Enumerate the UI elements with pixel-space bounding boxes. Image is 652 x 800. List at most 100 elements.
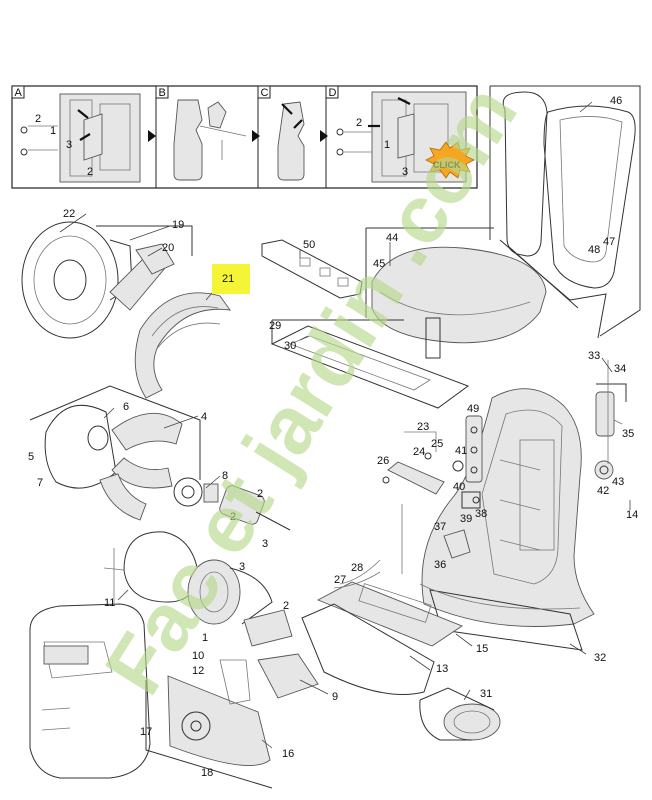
part-label: 15 bbox=[476, 643, 488, 655]
part-label: 25 bbox=[431, 438, 443, 450]
inset-panel-d: D 2 1 3 CLICK bbox=[325, 85, 475, 183]
part-label: 30 bbox=[284, 340, 296, 352]
part-label: 10 bbox=[192, 650, 204, 662]
filter-honeycomb bbox=[134, 292, 231, 399]
battery-pack bbox=[29, 603, 151, 779]
click-label: CLICK bbox=[433, 160, 461, 170]
part-label: 50 bbox=[303, 239, 315, 251]
switch-module bbox=[219, 653, 319, 705]
hip-belt bbox=[365, 227, 547, 359]
shoulder-strap-bar bbox=[261, 239, 363, 299]
part-labels: 1 2 2 2 3 3 4 5 6 7 8 9 10 11 12 13 14 1… bbox=[28, 95, 638, 779]
part-label: 13 bbox=[436, 663, 448, 675]
inset-panel-b: B bbox=[155, 85, 247, 181]
part-label: 45 bbox=[373, 258, 385, 270]
part-label: 34 bbox=[614, 363, 626, 375]
part-label: 48 bbox=[588, 244, 600, 256]
part-label: 46 bbox=[610, 95, 622, 107]
step-arrow-icon bbox=[320, 130, 328, 142]
electronics-board bbox=[301, 559, 463, 695]
panel-a-callout: 1 bbox=[50, 125, 56, 137]
part-label: 42 bbox=[597, 485, 609, 497]
panel-d-callout: 3 bbox=[402, 166, 408, 178]
step-arrow-icon bbox=[148, 130, 156, 142]
trigger-assembly bbox=[594, 383, 627, 480]
highlight-box bbox=[212, 264, 250, 294]
part-label: 1 bbox=[202, 632, 208, 644]
part-label: 47 bbox=[603, 236, 615, 248]
inset-panel-c: C bbox=[257, 85, 305, 181]
part-label: 4 bbox=[201, 411, 207, 423]
battery-contact-cap bbox=[419, 687, 501, 741]
latch-parts bbox=[401, 491, 481, 574]
part-label: 21 bbox=[222, 273, 234, 285]
part-label: 12 bbox=[192, 665, 204, 677]
part-label: 32 bbox=[594, 652, 606, 664]
fan-blades bbox=[99, 412, 183, 521]
part-label: 8 bbox=[222, 470, 228, 482]
part-label: 18 bbox=[201, 767, 213, 779]
motor bbox=[187, 559, 273, 625]
part-label: 23 bbox=[417, 421, 429, 433]
part-label: 20 bbox=[162, 242, 174, 254]
backpack-frame-outline bbox=[490, 85, 641, 337]
main-housing bbox=[419, 388, 595, 651]
part-label: 3 bbox=[262, 538, 268, 550]
impeller-shroud bbox=[44, 404, 117, 489]
part-label: 35 bbox=[622, 428, 634, 440]
control-plate bbox=[452, 415, 483, 483]
part-label: 43 bbox=[612, 476, 624, 488]
part-label: 6 bbox=[123, 401, 129, 413]
panel-a-callout: 2 bbox=[87, 166, 93, 178]
fan-guard bbox=[21, 221, 133, 339]
part-label: 16 bbox=[282, 748, 294, 760]
panel-d-callout: 1 bbox=[384, 139, 390, 151]
part-label: 40 bbox=[453, 481, 465, 493]
part-label: 33 bbox=[588, 350, 600, 362]
part-label: 24 bbox=[413, 446, 425, 458]
panel-letter-b: B bbox=[159, 87, 166, 99]
step-arrow-icon bbox=[252, 130, 260, 142]
part-label: 49 bbox=[467, 403, 479, 415]
inlet-grille bbox=[96, 225, 193, 311]
back-pad bbox=[499, 91, 636, 339]
part-label: 39 bbox=[460, 513, 472, 525]
panel-letter-c: C bbox=[261, 87, 269, 99]
part-label: 28 bbox=[351, 562, 363, 574]
inset-panel-strip: A 2 1 3 2 B bbox=[11, 85, 478, 189]
part-label: 17 bbox=[140, 726, 152, 738]
part-label: 44 bbox=[386, 232, 398, 244]
nozzle bbox=[243, 609, 293, 647]
part-label: 3 bbox=[239, 561, 245, 573]
part-label: 22 bbox=[63, 208, 75, 220]
part-label: 36 bbox=[434, 559, 446, 571]
panel-d-callout: 2 bbox=[356, 117, 362, 129]
panel-a-callout: 3 bbox=[66, 139, 72, 151]
part-label: 41 bbox=[455, 445, 467, 457]
part-label: 19 bbox=[172, 219, 184, 231]
part-label: 29 bbox=[269, 320, 281, 332]
switch-bracket bbox=[382, 431, 445, 495]
part-label: 2 bbox=[283, 600, 289, 612]
panel-a-callout: 2 bbox=[35, 113, 41, 125]
panel-letter-d: D bbox=[329, 87, 337, 99]
inset-panel-a: A 2 1 3 2 bbox=[11, 85, 141, 183]
part-label: 7 bbox=[37, 477, 43, 489]
part-label: 5 bbox=[28, 451, 34, 463]
part-label: 2 bbox=[230, 511, 236, 523]
part-label: 26 bbox=[377, 455, 389, 467]
part-label: 11 bbox=[104, 597, 115, 609]
panel-letter-a: A bbox=[15, 87, 23, 99]
part-label: 37 bbox=[434, 521, 446, 533]
motor-shaft bbox=[219, 485, 291, 531]
front-cover bbox=[145, 675, 273, 789]
click-badge: CLICK bbox=[425, 141, 475, 179]
part-label: 14 bbox=[626, 509, 638, 521]
part-label: 27 bbox=[334, 574, 346, 586]
part-label: 38 bbox=[475, 508, 487, 520]
leader-lines bbox=[59, 101, 631, 749]
part-label: 2 bbox=[257, 488, 263, 500]
part-label: 31 bbox=[480, 688, 492, 700]
part-label: 9 bbox=[332, 691, 338, 703]
